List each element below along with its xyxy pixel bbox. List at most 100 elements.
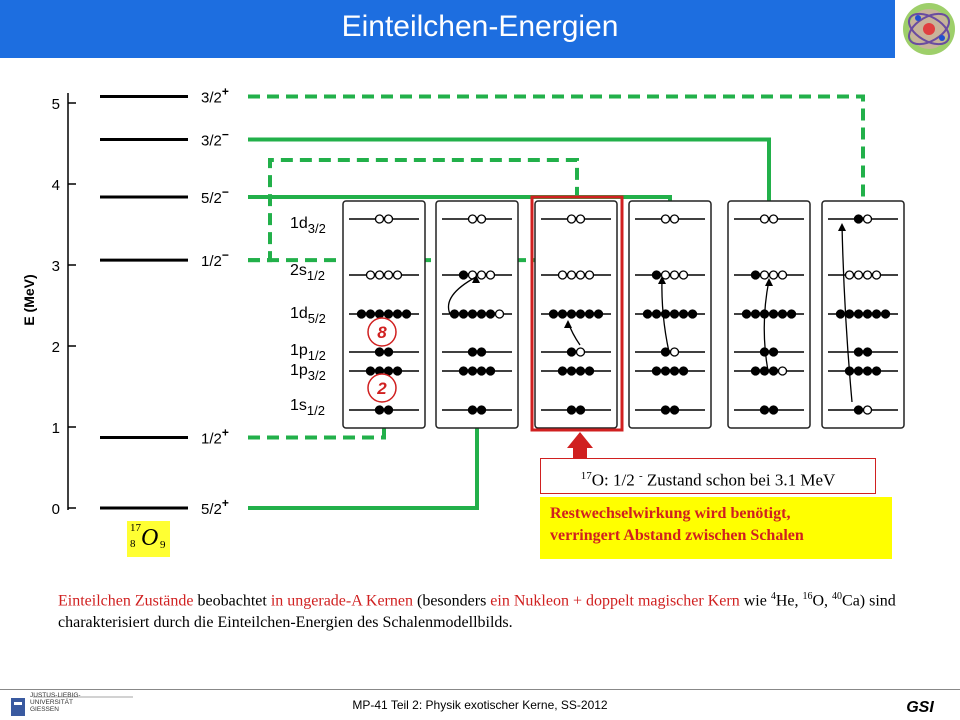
- energy-level-parity: −: [222, 127, 229, 141]
- nucleon-marker: [741, 309, 752, 319]
- nucleon-marker: [669, 347, 680, 357]
- nucleon-marker: [862, 214, 873, 224]
- level-connector-route: [248, 428, 479, 510]
- state-note-rest: Zustand schon bei 3.1 MeV: [642, 470, 836, 490]
- nucleon-marker: [678, 366, 689, 376]
- nucleon-marker: [575, 366, 586, 376]
- shell-label-j: 3/2: [308, 368, 326, 383]
- nucleon-marker: [485, 270, 496, 280]
- desc-he-mass: 4: [770, 591, 776, 602]
- nucleon-marker: [669, 214, 680, 224]
- nucleon-marker: [476, 309, 487, 319]
- shell-label-j: 3/2: [308, 221, 326, 236]
- residual-note-line2: verringert Abstand zwischen Schalen: [550, 527, 804, 544]
- shell-label-j: 5/2: [308, 311, 326, 326]
- shell-label: 1p1/2: [290, 342, 326, 363]
- energy-level-parity: −: [222, 248, 229, 262]
- nucleon-marker: [759, 270, 770, 280]
- axis-tick-label: 4: [52, 177, 60, 194]
- nucleon-marker: [356, 309, 367, 319]
- nucleon-marker: [566, 214, 577, 224]
- nucleon-marker: [862, 366, 873, 376]
- nucleon-marker: [575, 405, 586, 415]
- nucleon-marker: [575, 309, 586, 319]
- nucleon-marker: [566, 270, 577, 280]
- nucleon-marker: [374, 309, 385, 319]
- nucleon-marker: [871, 366, 882, 376]
- nucleon-marker: [392, 309, 403, 319]
- level-connector-route: [248, 428, 386, 440]
- nucleon-marker: [669, 366, 680, 376]
- nucleon-marker: [660, 366, 671, 376]
- nucleon-marker: [687, 309, 698, 319]
- isotope-label: 17 8 O 9: [127, 521, 170, 557]
- nucleon-marker: [548, 309, 559, 319]
- nucleon-marker: [777, 270, 788, 280]
- nucleon-marker: [476, 405, 487, 415]
- nucleon-marker: [584, 309, 595, 319]
- excitation-arrow: [447, 276, 477, 315]
- excitation-arrowhead: [658, 276, 666, 284]
- shell-label: 1p3/2: [290, 362, 326, 383]
- nucleon-marker: [678, 309, 689, 319]
- nucleon-marker: [750, 366, 761, 376]
- desc-part-2: beobachtet: [193, 592, 271, 610]
- axis-tick-label: 0: [52, 501, 60, 518]
- isotope-symbol: O: [141, 525, 159, 551]
- desc-part-6: wie: [739, 592, 771, 610]
- axis-tick-label: 2: [52, 339, 60, 356]
- nucleon-marker: [566, 309, 577, 319]
- shell-label: 1d3/2: [290, 215, 326, 236]
- nucleon-marker: [557, 270, 568, 280]
- nucleon-marker: [862, 309, 873, 319]
- nucleon-marker: [365, 366, 376, 376]
- nucleon-marker: [768, 270, 779, 280]
- axis-tick-label: 5: [52, 96, 60, 113]
- energy-level-label: 1/2−: [201, 248, 229, 270]
- nucleon-marker: [835, 309, 846, 319]
- energy-level-label: 5/2−: [201, 185, 229, 207]
- magic-number-8-label: 8: [377, 323, 387, 342]
- nucleon-marker: [383, 405, 394, 415]
- energy-level-parity: −: [222, 185, 229, 199]
- nucleon-marker: [759, 405, 770, 415]
- nucleon-marker: [476, 270, 487, 280]
- nucleon-marker: [669, 405, 680, 415]
- nucleon-marker: [853, 405, 864, 415]
- nucleon-marker: [853, 214, 864, 224]
- level-connector: [248, 137, 771, 201]
- nucleon-marker: [862, 347, 873, 357]
- nucleon-marker: [383, 309, 394, 319]
- nucleon-marker: [365, 270, 376, 280]
- desc-part-5: ein Nukleon + doppelt magischer Kern: [490, 592, 740, 610]
- highlight-box: [530, 195, 624, 432]
- nucleon-marker: [476, 366, 487, 376]
- isotope-z: 8: [130, 538, 136, 550]
- residual-note-line1: Restwechselwirkung wird benötigt,: [550, 505, 791, 522]
- nucleon-marker: [853, 366, 864, 376]
- nucleon-marker: [383, 214, 394, 224]
- energy-level-label: 5/2+: [201, 496, 229, 518]
- nucleon-marker: [401, 309, 412, 319]
- nucleon-marker: [476, 214, 487, 224]
- shell-label: 1s1/2: [290, 397, 325, 418]
- nucleon-marker: [467, 405, 478, 415]
- university-name-line3: GIESSEN: [30, 706, 59, 713]
- nucleon-marker: [768, 366, 779, 376]
- energy-level-label: 3/2−: [201, 127, 229, 149]
- nucleon-marker: [575, 270, 586, 280]
- nucleon-marker: [862, 270, 873, 280]
- energy-level-label: 3/2+: [201, 85, 229, 107]
- nucleon-marker: [557, 366, 568, 376]
- desc-part-3: in ungerade-A Kernen: [270, 592, 413, 610]
- axis-tick-label: 1: [52, 420, 60, 437]
- nucleon-marker: [669, 270, 680, 280]
- magic-number-2: 2: [367, 373, 397, 403]
- nucleon-marker: [777, 366, 788, 376]
- nucleon-marker: [768, 309, 779, 319]
- desc-part-8: O,: [812, 592, 833, 610]
- nucleon-marker: [651, 270, 662, 280]
- nucleon-marker: [853, 270, 864, 280]
- energy-level-parity: +: [222, 426, 229, 440]
